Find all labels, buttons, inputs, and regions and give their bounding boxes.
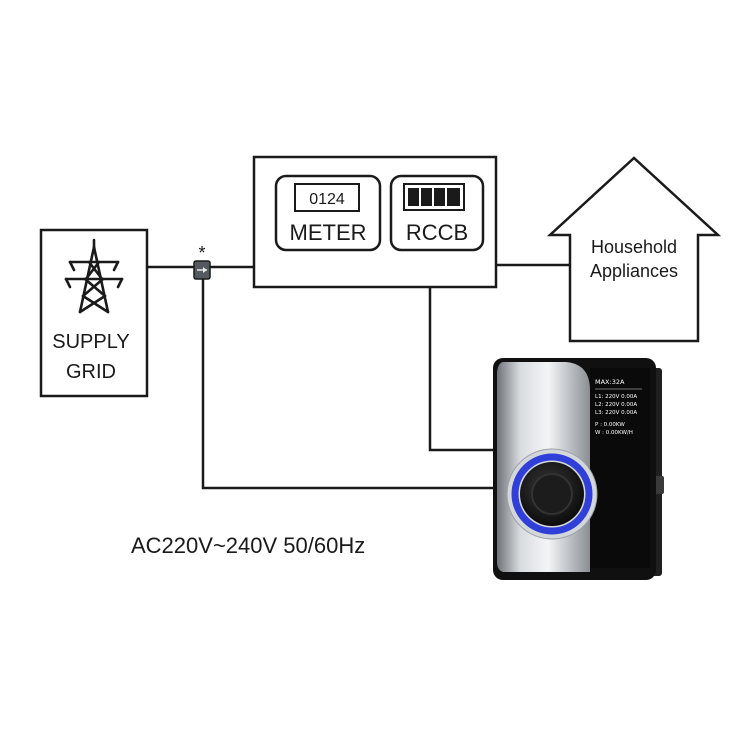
junction-marker: * [198, 243, 205, 263]
rccb-label: RCCB [406, 220, 468, 245]
supply-grid-label-line2: GRID [66, 361, 116, 383]
supply-grid-label-line1: SUPPLY [52, 331, 129, 353]
supply-grid-box: SUPPLY GRID [39, 228, 149, 398]
house-icon [546, 156, 722, 343]
wire-junction-to-charger [201, 279, 496, 490]
ev-charger: MAX:32A L1: 220V 0.00A L2: 220V 0.00A L3… [493, 358, 664, 580]
screen-line-l3: L3: 220V 0.00A [595, 410, 637, 416]
meter-reading: 0124 [309, 191, 345, 208]
socket-led-ring [511, 453, 593, 535]
distribution-panel: 0124 METER RCCB [252, 155, 498, 289]
charger-mount-bracket [655, 476, 664, 494]
meter: 0124 METER [274, 174, 382, 252]
charging-socket [506, 448, 598, 540]
screen-line-l1: L1: 220V 0.00A [595, 394, 637, 400]
household-label-line1: Household [591, 237, 677, 257]
screen-power: P : 0.00KW [595, 422, 625, 428]
meter-display [294, 183, 360, 212]
household-appliances: Household Appliances [546, 156, 722, 343]
screen-energy: W : 0.00KW/H [595, 430, 633, 436]
transmission-tower-icon [64, 238, 124, 314]
meter-label: METER [290, 220, 367, 245]
rccb: RCCB [389, 174, 485, 252]
wire-rccb-to-charger [428, 250, 496, 452]
screen-line-l2: L2: 220V 0.00A [595, 402, 637, 408]
charger-screen [590, 368, 650, 568]
screen-max-current: MAX:32A [595, 378, 625, 386]
junction-clamp: * [193, 243, 211, 280]
household-label-line2: Appliances [590, 261, 678, 281]
voltage-spec-label: AC220V~240V 50/60Hz [131, 533, 365, 558]
